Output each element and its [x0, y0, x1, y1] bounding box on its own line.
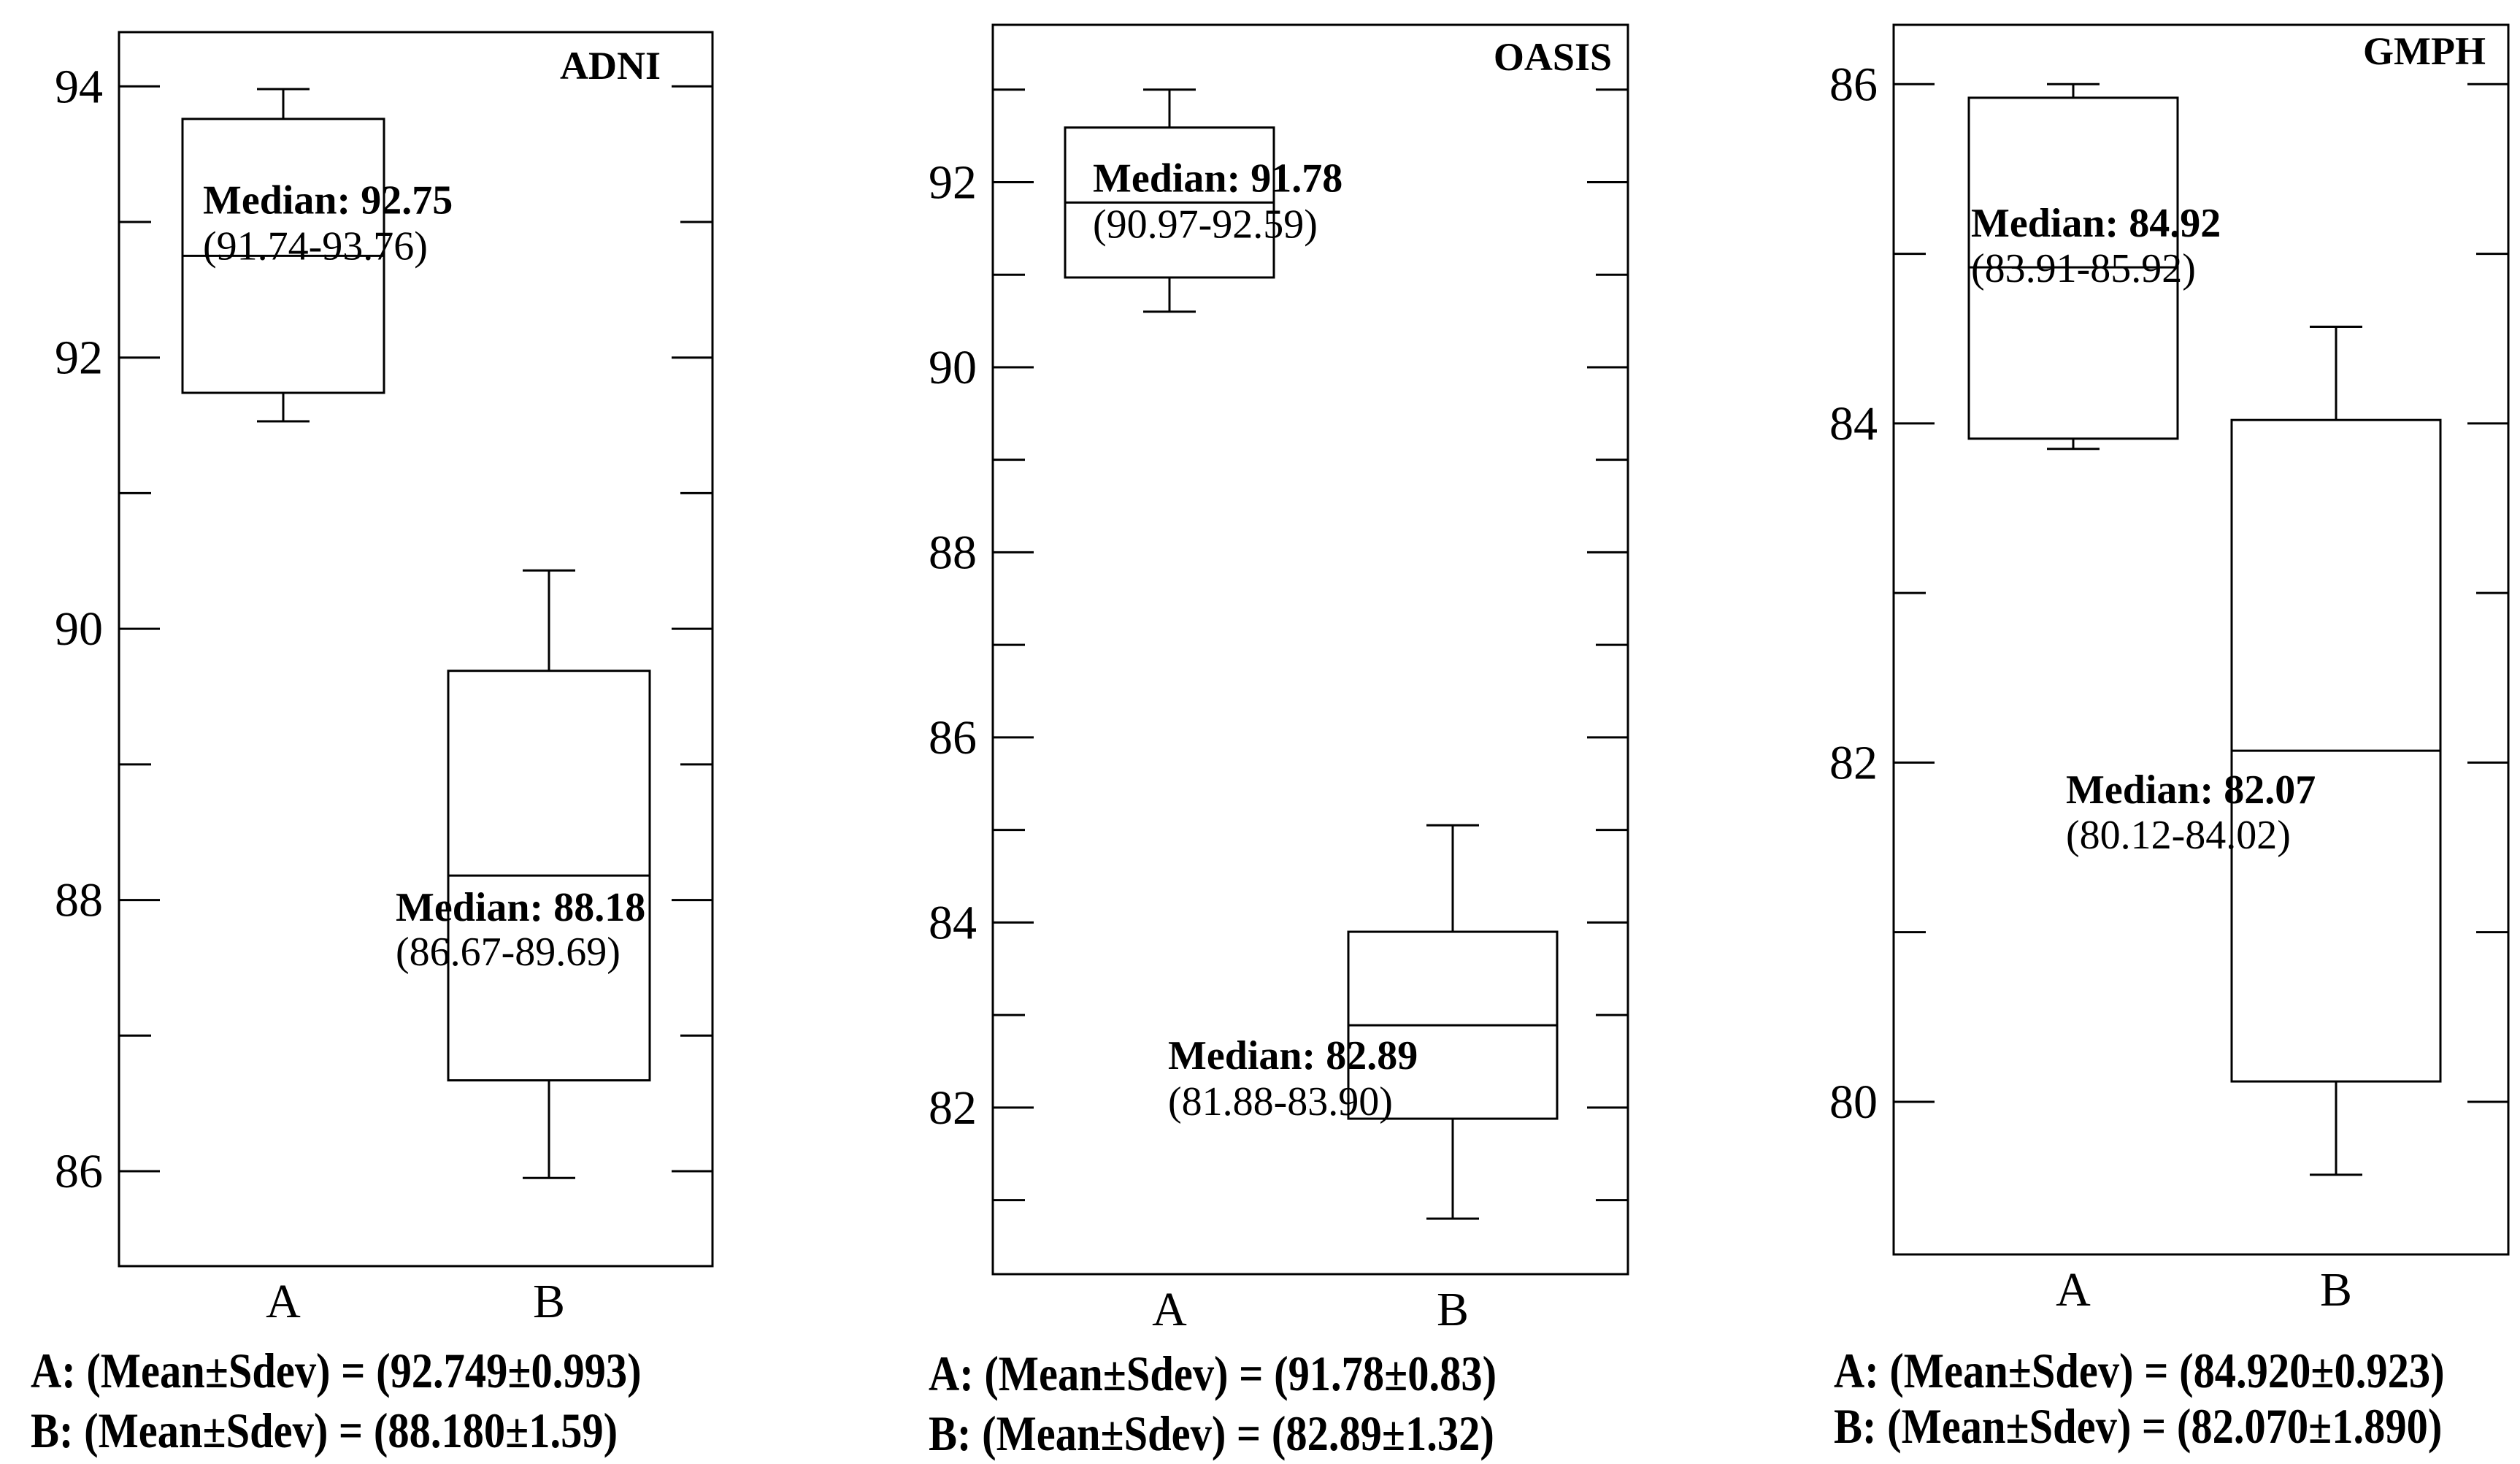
adni-b-median-label: Median: 88.18 — [396, 885, 645, 930]
adni-xtick-label-a: A — [266, 1275, 301, 1328]
oasis-xtick-label-b: B — [1437, 1283, 1469, 1336]
adni-b-ci-label: (86.67-89.69) — [396, 930, 621, 975]
oasis-a-ci-label: (90.97-92.59) — [1093, 202, 1318, 247]
oasis-ytick-label: 88 — [929, 526, 977, 579]
oasis-ytick-label: 90 — [929, 341, 977, 394]
adni-ytick-label: 94 — [55, 60, 103, 113]
gmph-panel-title: GMPH — [2363, 29, 2486, 73]
oasis-xtick-label-a: A — [1152, 1283, 1187, 1336]
oasis-stats-b: B: (Mean±Sdev) = (82.89±1.32) — [929, 1406, 1494, 1461]
oasis-ytick-label: 84 — [929, 896, 977, 949]
gmph-a-ci-label: (83.91-85.92) — [1971, 246, 2196, 291]
adni-plot-frame — [118, 31, 714, 1268]
adni-panel: 86 88 90 92 94 ADNI A B Median: 92.75(91.74-93.7… — [55, 31, 714, 1328]
oasis-ytick-label: 86 — [929, 711, 977, 764]
gmph-a-median-label: Median: 84.92 — [1971, 201, 2221, 246]
oasis-a-median-label: Median: 91.78 — [1093, 156, 1342, 201]
adni-panel-title: ADNI — [560, 44, 661, 88]
oasis-stats-a: A: (Mean±Sdev) = (91.78±0.83) — [929, 1346, 1497, 1401]
adni-ytick-label: 86 — [55, 1145, 103, 1198]
adni-ytick-label: 92 — [55, 331, 103, 385]
oasis-panel: 82 84 86 88 90 92 OASIS A B Median: 91.78(90.97-9… — [929, 23, 1629, 1336]
gmph-stats-a: A: (Mean±Sdev) = (84.920±0.923) — [1834, 1343, 2445, 1398]
adni-stats-b: B: (Mean±Sdev) = (88.180±1.59) — [31, 1403, 618, 1458]
oasis-b-median-label: Median: 82.89 — [1168, 1033, 1418, 1078]
gmph-ytick-label: 84 — [1829, 397, 1878, 451]
gmph-ytick-label: 86 — [1829, 58, 1878, 111]
adni-a-ci-label: (91.74-93.76) — [203, 223, 428, 269]
adni-a-median-label: Median: 92.75 — [203, 177, 453, 223]
oasis-plot-frame — [991, 23, 1629, 1276]
gmph-b-median-label: Median: 82.07 — [2066, 767, 2316, 813]
gmph-xtick-label-b: B — [2320, 1263, 2352, 1317]
oasis-ytick-label: 92 — [929, 156, 977, 209]
adni-stats-a: A: (Mean±Sdev) = (92.749±0.993) — [31, 1343, 642, 1398]
adni-ytick-label: 90 — [55, 602, 103, 656]
gmph-stats-b: B: (Mean±Sdev) = (82.070±1.890) — [1834, 1398, 2443, 1454]
gmph-ytick-label: 80 — [1829, 1076, 1878, 1129]
adni-ytick-label: 88 — [55, 874, 103, 927]
gmph-ytick-label: 82 — [1829, 736, 1878, 789]
oasis-panel-title: OASIS — [1494, 35, 1612, 79]
oasis-b-ci-label: (81.88-83.90) — [1168, 1079, 1393, 1124]
gmph-plot-frame — [1892, 23, 2510, 1256]
gmph-panel: 80 82 84 86 GMPH A B Median: 84.92(83.91-85.92)… — [1829, 23, 2510, 1317]
adni-xtick-label-b: B — [533, 1275, 565, 1328]
gmph-b-ci-label: (80.12-84.02) — [2066, 813, 2291, 858]
gmph-xtick-label-a: A — [2056, 1263, 2091, 1317]
oasis-ytick-label: 82 — [929, 1081, 977, 1135]
